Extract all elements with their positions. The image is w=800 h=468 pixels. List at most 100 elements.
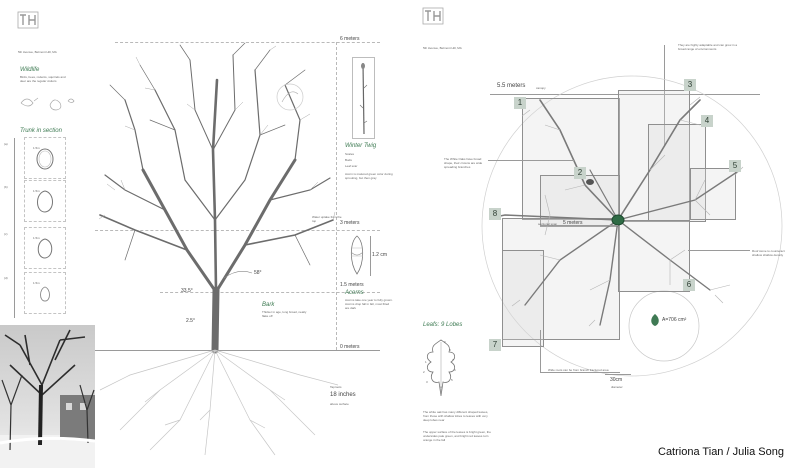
bark-title: Bark <box>262 302 275 308</box>
bark-note: Thicker in age, long broad, neatly flake… <box>262 310 307 318</box>
mid-height-line <box>95 230 380 231</box>
height-axis <box>336 42 337 350</box>
angle-58-label: 58° <box>254 270 262 276</box>
angle-2-5-label: 2.5° <box>186 318 195 324</box>
water-uptake-note: Water uptake from the top <box>312 215 342 223</box>
section-size-d: 1.5m <box>33 281 40 285</box>
trunk-section-box-c <box>24 227 66 269</box>
acorn-icon <box>350 235 364 275</box>
section-number-3: 3 <box>684 79 696 91</box>
leaf-lobe-7: 7 <box>452 358 454 362</box>
section-number-4: 4 <box>701 115 713 127</box>
leaf-lobe-3: 3 <box>426 380 428 384</box>
winter-twig-title: Winter Twig <box>345 143 377 149</box>
section-number-8: 8 <box>489 208 501 220</box>
roots-sub: above surface <box>330 402 349 406</box>
branch-detail-circle <box>276 83 304 111</box>
leaf-lobe-2: 2 <box>423 370 425 374</box>
twig-part-buds: Buds <box>345 158 352 162</box>
photo-tree-silhouette <box>0 329 95 468</box>
trunk-diameter-label: 30cm <box>610 377 623 383</box>
canopy-section-rect-4 <box>648 124 706 222</box>
section-size-c: 1.5m <box>33 236 40 240</box>
section-span-line <box>540 225 618 226</box>
wildlife-sketch-icon <box>20 97 75 111</box>
trunk-section-shape-c <box>37 238 53 259</box>
winter-tree-photo <box>0 325 95 468</box>
winter-twig-box <box>352 57 375 139</box>
leaf-note-2: The upper surface of the leaves is brigh… <box>423 430 491 442</box>
leaf-area-label: A=706 cm² <box>662 317 687 323</box>
oak-leaf-icon <box>427 339 455 397</box>
project-logo-left <box>17 11 39 29</box>
project-logo-right <box>422 7 444 25</box>
adaptability-note: They are highly adaptable and can grow i… <box>678 43 738 51</box>
section-number-7: 7 <box>489 339 501 351</box>
twig-icon <box>359 62 368 135</box>
trunk-diameter-sub: diameter <box>611 385 623 389</box>
roof-stone-note: Roof stone to counteract shallow shallow… <box>752 249 785 257</box>
trunk-section-guide <box>14 138 15 318</box>
section-level-b: (b) <box>4 185 8 189</box>
height-6m-label: 6 meters <box>340 36 360 42</box>
roots-note-drop <box>540 330 541 372</box>
canopy-section-rect-7 <box>502 250 544 347</box>
wildlife-title: Wildlife <box>20 67 40 73</box>
acorns-note: Acorns take one year to fully grown. Aco… <box>345 298 393 310</box>
leaf-lobe-9: 9 <box>444 340 446 344</box>
crown-note: The White Oaks have broad shape, their c… <box>444 157 483 169</box>
top-height-line <box>115 42 380 43</box>
twig-part-scar: Leaf scar <box>345 164 358 168</box>
section-number-5: 5 <box>729 160 741 172</box>
acorns-title: Acorns <box>345 290 364 296</box>
location-caption-right: 5th Avenue, Belmont Hill, MA <box>423 46 462 50</box>
roots-depth: 18 inches <box>330 392 356 398</box>
section-span-sub: sectional span <box>538 222 558 226</box>
section-size-b: 1.5m <box>33 189 40 193</box>
trunk-section-shape-d <box>40 286 50 302</box>
canopy-width-line <box>490 94 760 95</box>
height-3m-label: 3 meters <box>340 220 360 226</box>
trunk-section-box-d <box>24 272 66 314</box>
acorn-dimension-line <box>370 236 371 276</box>
height-1-5m-label: 1.5 meters <box>340 282 364 288</box>
canopy-section-rect-6 <box>618 220 690 292</box>
roots-note-leader <box>540 372 620 373</box>
trunk-diameter-line <box>605 374 631 375</box>
trunk-section-title: Trunk in section <box>20 128 62 134</box>
trunk-section-box-b <box>24 180 66 222</box>
leaf-lobe-6: 6 <box>454 368 456 372</box>
leaf-area-icon <box>651 314 659 326</box>
logo-graphic-right <box>422 7 444 25</box>
location-caption-left: 5th Avenue, Belmont Hill, MA <box>18 50 57 54</box>
roots-title: Taproots <box>330 385 342 389</box>
low-height-line <box>160 292 380 293</box>
section-number-1: 1 <box>514 97 526 109</box>
wildlife-note: Birds, bees, rodents, squirrels and deer… <box>20 75 66 83</box>
section-level-c: (c) <box>4 232 8 236</box>
roof-stone-leader <box>688 250 750 251</box>
canopy-section-rect-1 <box>522 98 620 220</box>
root-system-drawing <box>99 349 339 456</box>
adaptability-leader <box>664 45 665 145</box>
angle-58-arc <box>223 271 253 279</box>
canopy-width-label: 5.5 meters <box>497 83 526 89</box>
twig-part-scales: Scales <box>345 152 355 156</box>
section-span-label: 5 meters <box>563 220 583 226</box>
angle-33-label: 33.5° <box>181 288 193 294</box>
section-size-a: 1.5m <box>33 146 40 150</box>
canopy-width-sub: canopy <box>536 86 546 90</box>
white-oak-elevation-drawing <box>98 42 336 354</box>
white-oak-plan-drawing <box>489 96 744 327</box>
leaf-lobe-4: 4 <box>440 385 442 389</box>
section-number-6: 6 <box>683 279 695 291</box>
twig-note: Acorn is matured green color during spro… <box>345 172 393 180</box>
trunk-section-box-a <box>24 137 66 179</box>
leaf-note-1: The white oak has many different shaped … <box>423 410 489 422</box>
leaf-lobe-1: 1 <box>425 360 427 364</box>
leaf-title: Leafs: 9 Lobes <box>423 322 463 328</box>
roots-fracture-note: Wide roots can be from branch fractured … <box>548 368 609 372</box>
leaf-lobe-5: 5 <box>451 378 453 382</box>
ground-line <box>95 350 380 351</box>
acorn-size-label: 1.2 cm <box>372 252 388 258</box>
